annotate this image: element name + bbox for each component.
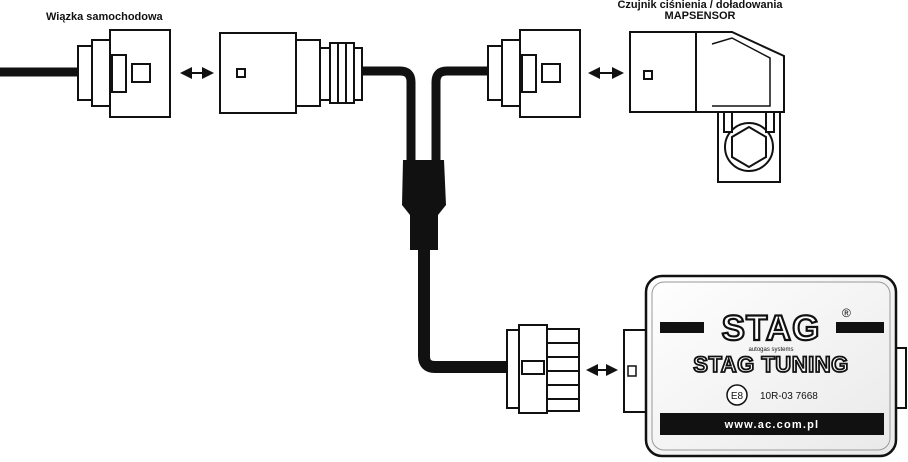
interface-male-connector — [219, 32, 363, 114]
car-harness-label: Wiązka samochodowa — [46, 11, 163, 23]
cable-splitter — [402, 160, 446, 250]
approval-mark: E8 — [731, 391, 744, 402]
wire-to-splitter-left — [360, 66, 416, 165]
cable-harness — [0, 66, 512, 373]
website-url: www.ac.com.pl — [724, 419, 820, 431]
brand-tagline: autogas systems — [748, 347, 793, 353]
registered-mark: ® — [842, 306, 851, 320]
website-banner — [660, 413, 884, 435]
sensor-title-label: Czujnik ciśnienia / doładowania — [617, 0, 783, 11]
brand-logo: STAG — [722, 309, 821, 348]
wire-to-module — [418, 245, 512, 373]
sensor-subtitle-label: MAPSENSOR — [664, 10, 736, 22]
map-sensor — [629, 31, 785, 183]
module-cable-connector — [506, 324, 580, 414]
sensor-side-connector — [487, 29, 581, 118]
approval-mark-circle — [726, 384, 748, 406]
stag-module: STAG ® autogas systems STAG TUNING E8 10… — [623, 274, 907, 458]
harness-connector — [77, 29, 171, 118]
product-name: STAG TUNING — [693, 352, 848, 377]
wire-to-sensor — [431, 66, 490, 165]
approval-code: 10R-03 7668 — [760, 391, 818, 402]
